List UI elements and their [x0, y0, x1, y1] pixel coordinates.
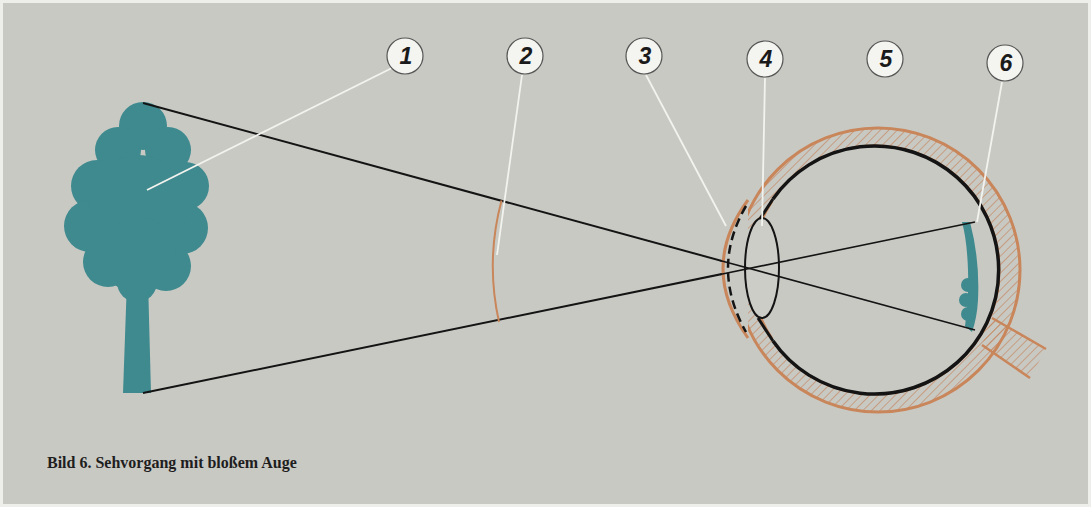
choroid-wall — [773, 146, 999, 394]
retina-image — [959, 222, 978, 332]
callout-number: 1 — [400, 45, 413, 68]
callout-number: 5 — [880, 48, 893, 71]
callout-circle — [387, 38, 1023, 81]
figure-caption: Bild 6. Sehvorgang mit bloßem Auge — [47, 454, 297, 472]
tree-object — [64, 102, 209, 393]
visual-angle-arc — [493, 201, 502, 323]
sclera — [736, 128, 1020, 412]
figure-ground: 1 2 3 4 5 6Bild 6. Sehvorgang mit bloßem Auge — [3, 3, 1088, 504]
callout-number: 4 — [760, 48, 773, 71]
callout-number: 3 — [639, 45, 652, 68]
callout-number: 6 — [1000, 52, 1013, 75]
leader-line — [147, 68, 1002, 255]
eye-illustration — [3, 3, 1088, 504]
callout-number: 2 — [520, 45, 533, 68]
light-ray-inside — [720, 222, 975, 330]
